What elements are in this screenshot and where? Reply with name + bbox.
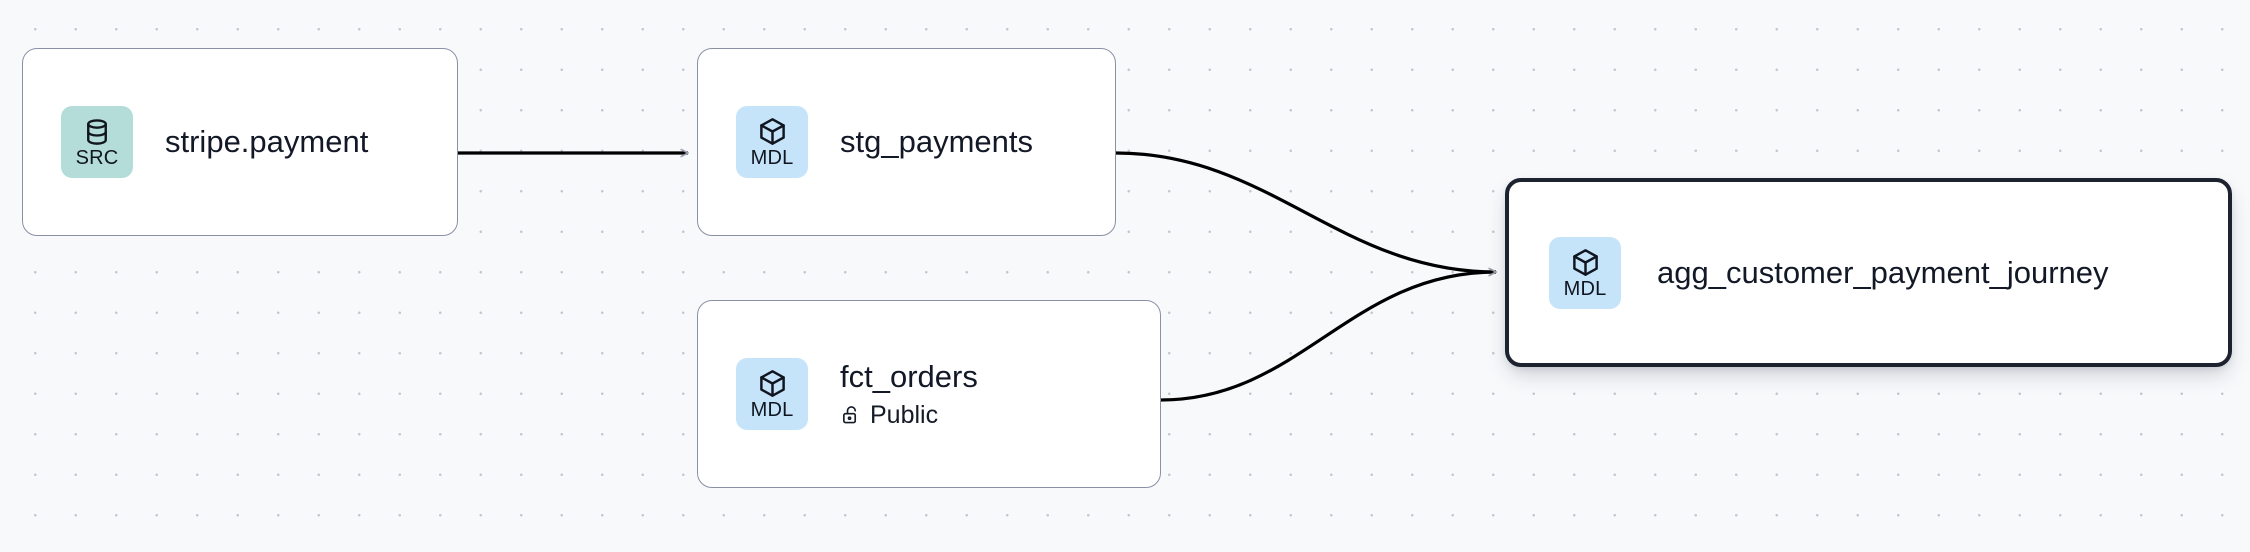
node-stripe-payment[interactable]: SRC stripe.payment bbox=[22, 48, 458, 236]
node-body: agg_customer_payment_journey bbox=[1657, 254, 2109, 292]
node-agg-customer-payment-journey[interactable]: MDL agg_customer_payment_journey bbox=[1505, 178, 2232, 367]
badge-label: MDL bbox=[750, 399, 794, 421]
node-title: stripe.payment bbox=[165, 124, 369, 159]
model-badge: MDL bbox=[736, 358, 808, 430]
model-badge: MDL bbox=[1549, 236, 1621, 309]
node-body: stg_payments bbox=[840, 123, 1033, 161]
badge-label: SRC bbox=[75, 146, 119, 169]
badge-label: MDL bbox=[1563, 277, 1607, 300]
cube-icon bbox=[757, 116, 788, 147]
source-badge: SRC bbox=[61, 106, 133, 178]
cube-icon bbox=[1570, 247, 1601, 278]
unlock-icon bbox=[840, 404, 862, 426]
model-badge: MDL bbox=[736, 106, 808, 178]
node-title: agg_customer_payment_journey bbox=[1657, 254, 2109, 290]
edge-fct-to-agg bbox=[1160, 272, 1496, 402]
node-fct-orders[interactable]: MDL fct_orders Public bbox=[697, 300, 1161, 488]
visibility-label: Public bbox=[870, 401, 939, 429]
visibility-status: Public bbox=[840, 400, 978, 430]
node-body: fct_orders Public bbox=[840, 358, 978, 430]
badge-label: MDL bbox=[750, 147, 794, 169]
node-title: stg_payments bbox=[840, 124, 1033, 159]
node-body: stripe.payment bbox=[165, 123, 368, 161]
database-icon bbox=[82, 117, 112, 147]
edge-stg-to-agg bbox=[1115, 151, 1496, 272]
node-title: fct_orders bbox=[840, 359, 978, 394]
node-stg-payments[interactable]: MDL stg_payments bbox=[697, 48, 1116, 236]
cube-icon bbox=[757, 368, 788, 399]
